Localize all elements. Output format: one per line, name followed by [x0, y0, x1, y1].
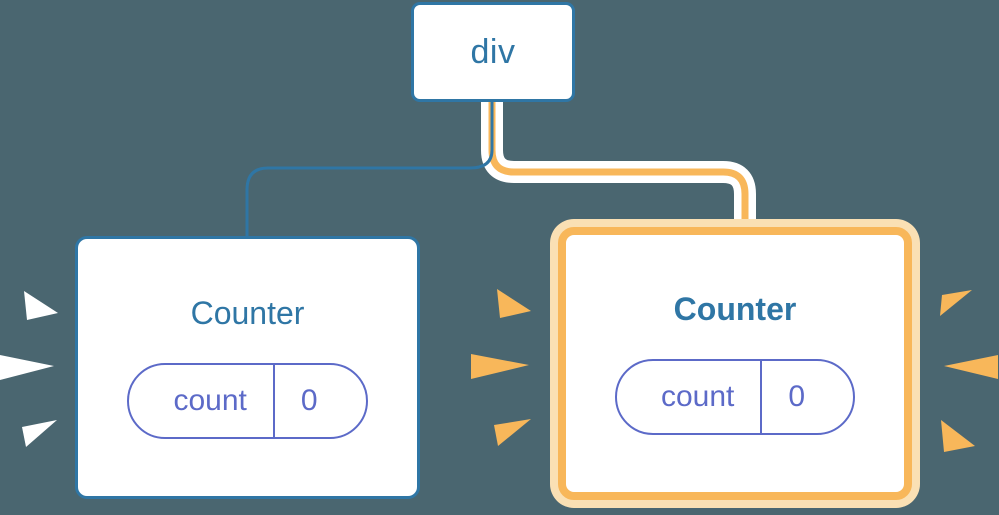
ray-left-upper [24, 291, 58, 320]
ray-right-lower [941, 420, 975, 452]
state-divider-right [760, 360, 763, 433]
burst-rays-middle [471, 289, 531, 446]
ray-middle-lower [494, 419, 531, 446]
state-pill-right[interactable]: count 0 [614, 358, 856, 435]
ray-left-middle [0, 355, 54, 380]
state-value-left: 0 [300, 383, 318, 417]
state-value-right: 0 [788, 379, 806, 413]
node-counter-right-title: Counter [673, 290, 797, 327]
ray-right-center [944, 355, 998, 379]
burst-rays-right [940, 290, 998, 452]
edge-div-to-counter-right-casing [481, 100, 756, 236]
ray-left-lower [22, 420, 57, 447]
burst-rays-left [0, 291, 58, 447]
state-divider-left [272, 364, 275, 437]
node-counter-left-title: Counter [190, 294, 305, 331]
state-key-left: count [173, 383, 247, 417]
node-counter-right[interactable]: Counter count 0 [558, 227, 912, 500]
edge-div-to-counter-right [488, 100, 749, 236]
state-key-right: count [660, 379, 735, 413]
node-div[interactable]: div [411, 2, 575, 102]
state-pill-left[interactable]: count 0 [127, 362, 368, 439]
node-counter-left[interactable]: Counter count 0 [75, 236, 420, 499]
ray-middle-upper [497, 289, 531, 318]
node-div-label: div [470, 33, 516, 71]
edge-div-to-counter-left [245, 100, 494, 240]
ray-middle-center [471, 354, 529, 379]
ray-right-upper [940, 290, 972, 316]
